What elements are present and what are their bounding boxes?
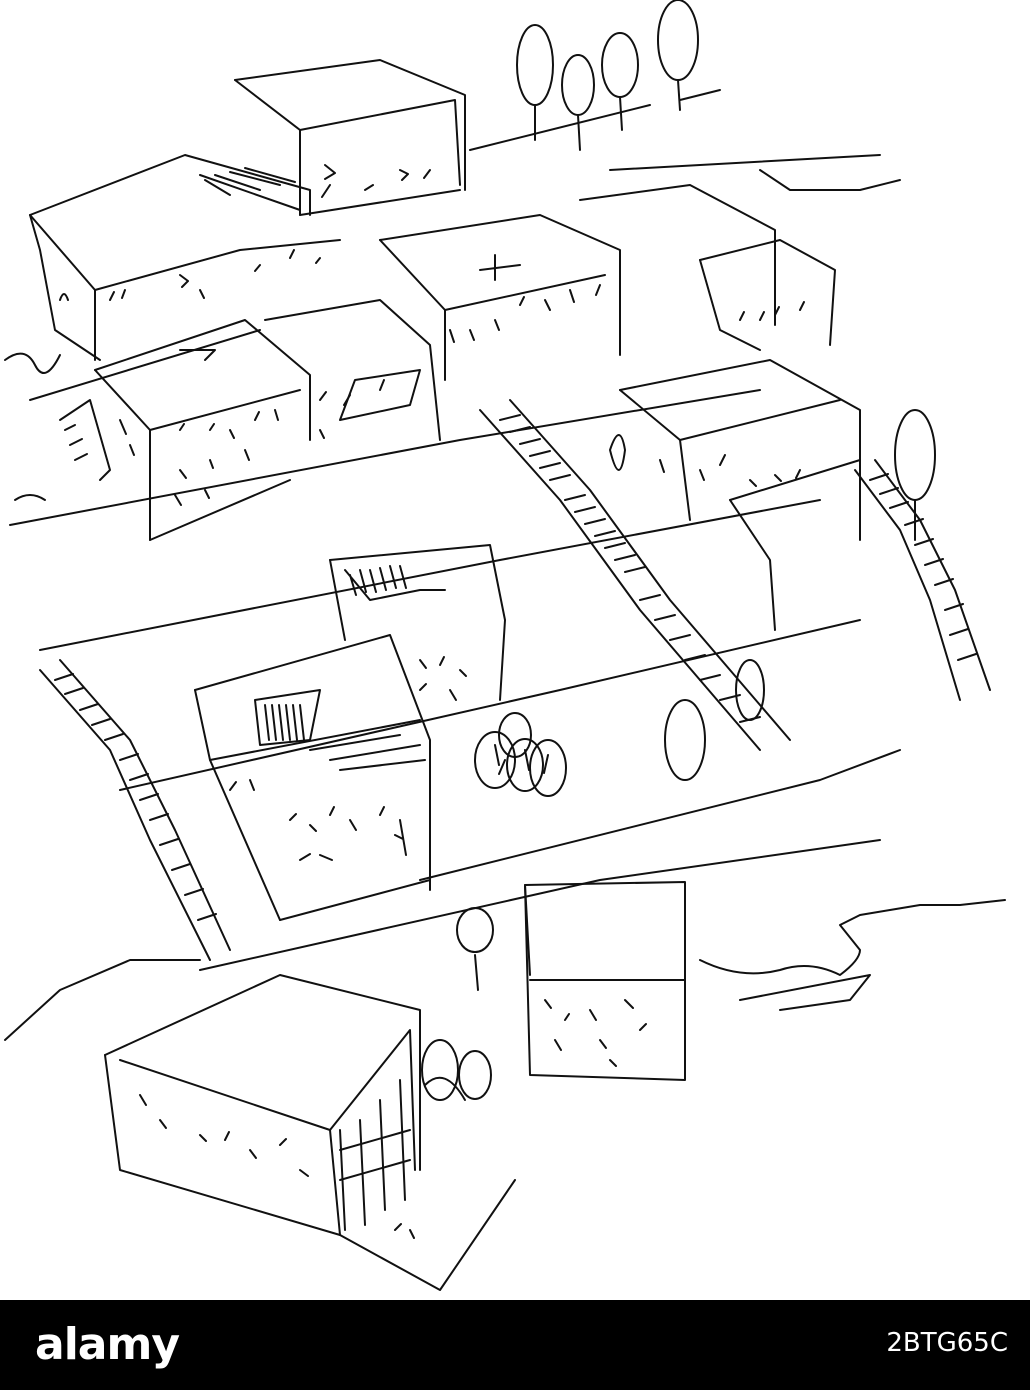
- building-top-left: [29, 154, 341, 361]
- building-right: [609, 359, 861, 631]
- building-middle-left: [59, 319, 311, 541]
- building-top-center: [234, 59, 466, 216]
- terrace-lines: [9, 89, 901, 971]
- footer-bar: alamy 2BTG65C: [0, 1300, 1030, 1390]
- stairs-left: [39, 659, 231, 961]
- building-top-right: [579, 184, 836, 351]
- building-bottom-center: [456, 881, 686, 1081]
- building-bottom-left: [104, 974, 516, 1291]
- ground-scribbles: [4, 352, 1006, 1041]
- sketch-canvas: [4, 0, 1006, 1291]
- trees-top: [516, 0, 699, 151]
- tree-right: [664, 409, 936, 781]
- building-center-lower: [194, 544, 506, 921]
- tree-cluster-center: [474, 712, 567, 797]
- architectural-sketch: [4, 0, 1006, 1291]
- brand-logo: alamy: [35, 1319, 180, 1370]
- image-id: 2BTG65C: [886, 1328, 1008, 1358]
- stairs-right: [479, 399, 791, 751]
- building-middle-center: [264, 214, 621, 441]
